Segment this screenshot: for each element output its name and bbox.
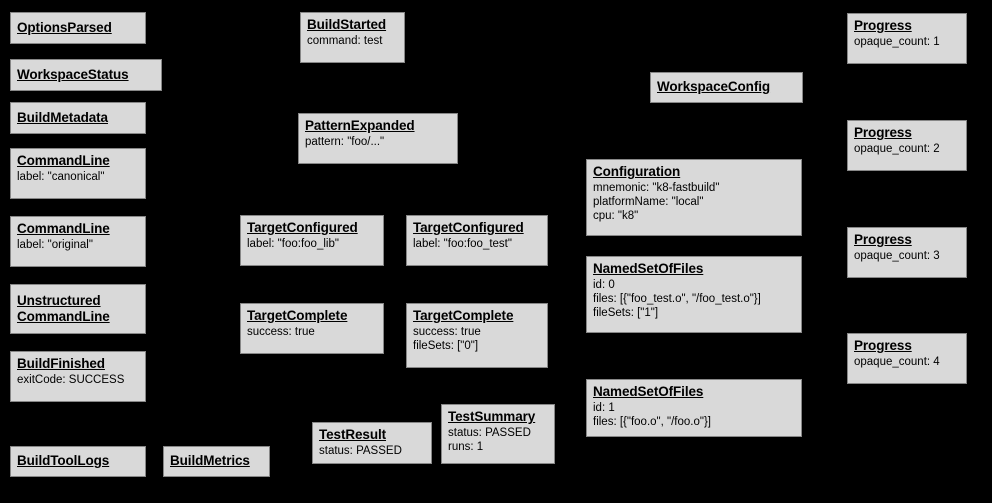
node-title: Unstructured CommandLine — [17, 292, 110, 324]
node-build-metadata[interactable]: BuildMetadata — [10, 102, 146, 134]
node-fields: label: "canonical" — [17, 170, 139, 184]
node-progress-3[interactable]: Progress opaque_count: 3 — [847, 227, 967, 278]
node-options-parsed[interactable]: OptionsParsed — [10, 12, 146, 44]
node-fields: status: PASSED runs: 1 — [448, 426, 548, 454]
node-field: status: PASSED — [448, 427, 531, 439]
node-fields: label: "foo:foo_lib" — [247, 237, 377, 251]
node-field: success: true — [247, 326, 315, 338]
node-fields: pattern: "foo/..." — [305, 135, 451, 149]
node-command-line-canonical[interactable]: CommandLine label: "canonical" — [10, 148, 146, 199]
node-named-set-of-files-0[interactable]: NamedSetOfFiles id: 0 files: [{"foo_test.o… — [586, 256, 802, 333]
node-field: runs: 1 — [448, 441, 484, 453]
node-title: OptionsParsed — [17, 19, 112, 35]
node-fields: success: true — [247, 325, 377, 339]
node-fields: id: 0 files: [{"foo_test.o", "/foo_test.o… — [593, 278, 795, 320]
node-field: fileSets: ["0"] — [413, 340, 479, 352]
node-title: NamedSetOfFiles — [593, 261, 704, 276]
node-title: PatternExpanded — [305, 118, 415, 133]
node-field: platformName: "local" — [593, 196, 704, 208]
node-title: Progress — [854, 18, 912, 33]
node-field: files: [{"foo.o", "/foo.o"}] — [593, 416, 711, 428]
node-field: exitCode: SUCCESS — [17, 374, 125, 386]
node-named-set-of-files-1[interactable]: NamedSetOfFiles id: 1 files: [{"foo.o", "/… — [586, 379, 802, 437]
node-title: Configuration — [593, 164, 681, 179]
node-fields: opaque_count: 2 — [854, 142, 960, 156]
node-field: id: 1 — [593, 402, 615, 414]
node-fields: mnemonic: "k8-fastbuild" platformName: "l… — [593, 181, 795, 223]
node-build-finished[interactable]: BuildFinished exitCode: SUCCESS — [10, 351, 146, 402]
node-target-complete-lib[interactable]: TargetComplete success: true — [240, 303, 384, 354]
node-progress-1[interactable]: Progress opaque_count: 1 — [847, 13, 967, 64]
node-field: command: test — [307, 35, 383, 47]
node-target-configured-foo-test[interactable]: TargetConfigured label: "foo:foo_test" — [406, 215, 548, 266]
node-fields: opaque_count: 4 — [854, 355, 960, 369]
node-workspace-status[interactable]: WorkspaceStatus — [10, 59, 162, 91]
node-title: TargetConfigured — [413, 220, 524, 235]
node-unstructured-command-line[interactable]: Unstructured CommandLine — [10, 284, 146, 334]
node-field: fileSets: ["1"] — [593, 307, 659, 319]
node-target-configured-foo-lib[interactable]: TargetConfigured label: "foo:foo_lib" — [240, 215, 384, 266]
node-fields: label: "foo:foo_test" — [413, 237, 541, 251]
node-test-result[interactable]: TestResult status: PASSED — [312, 422, 432, 464]
node-field: cpu: "k8" — [593, 210, 639, 222]
node-pattern-expanded[interactable]: PatternExpanded pattern: "foo/..." — [298, 113, 458, 164]
node-title: BuildToolLogs — [17, 453, 110, 468]
node-title: CommandLine — [17, 153, 110, 168]
node-configuration[interactable]: Configuration mnemonic: "k8-fastbuild" pla… — [586, 159, 802, 236]
node-build-started[interactable]: BuildStarted command: test — [300, 12, 405, 63]
node-command-line-original[interactable]: CommandLine label: "original" — [10, 216, 146, 267]
node-field: label: "canonical" — [17, 171, 105, 183]
node-title: TargetComplete — [247, 308, 348, 323]
node-field: status: PASSED — [319, 445, 402, 457]
node-title: Progress — [854, 232, 912, 247]
node-target-complete-test[interactable]: TargetComplete success: true fileSets: ["0… — [406, 303, 548, 368]
node-fields: exitCode: SUCCESS — [17, 373, 139, 387]
node-field: pattern: "foo/..." — [305, 136, 385, 148]
node-progress-4[interactable]: Progress opaque_count: 4 — [847, 333, 967, 384]
node-title: WorkspaceStatus — [17, 66, 129, 82]
node-field: label: "foo:foo_test" — [413, 238, 512, 250]
node-field: files: [{"foo_test.o", "/foo_test.o"}] — [593, 293, 761, 305]
node-build-tool-logs[interactable]: BuildToolLogs — [10, 446, 146, 477]
node-field: opaque_count: 1 — [854, 36, 940, 48]
node-build-metrics[interactable]: BuildMetrics — [163, 446, 270, 477]
node-fields: opaque_count: 1 — [854, 35, 960, 49]
node-fields: success: true fileSets: ["0"] — [413, 325, 541, 353]
node-title: BuildStarted — [307, 17, 387, 32]
node-field: mnemonic: "k8-fastbuild" — [593, 182, 720, 194]
node-title: BuildMetrics — [170, 453, 250, 468]
node-field: opaque_count: 4 — [854, 356, 940, 368]
node-field: label: "original" — [17, 239, 93, 251]
node-field: label: "foo:foo_lib" — [247, 238, 339, 250]
node-workspace-config[interactable]: WorkspaceConfig — [650, 72, 803, 103]
node-fields: status: PASSED — [319, 444, 425, 458]
node-title: TestResult — [319, 427, 387, 442]
node-field: opaque_count: 2 — [854, 143, 940, 155]
node-title: NamedSetOfFiles — [593, 384, 704, 399]
node-title: TargetComplete — [413, 308, 514, 323]
node-title: WorkspaceConfig — [657, 79, 771, 94]
node-fields: command: test — [307, 34, 398, 48]
node-field: success: true — [413, 326, 481, 338]
node-title: BuildFinished — [17, 356, 105, 371]
node-title: TestSummary — [448, 409, 536, 424]
node-fields: label: "original" — [17, 238, 139, 252]
node-fields: id: 1 files: [{"foo.o", "/foo.o"}] — [593, 401, 795, 429]
node-title: Progress — [854, 125, 912, 140]
node-test-summary[interactable]: TestSummary status: PASSED runs: 1 — [441, 404, 555, 464]
node-field: id: 0 — [593, 279, 615, 291]
node-fields: opaque_count: 3 — [854, 249, 960, 263]
node-title: Progress — [854, 338, 912, 353]
node-field: opaque_count: 3 — [854, 250, 940, 262]
node-title: CommandLine — [17, 221, 110, 236]
node-progress-2[interactable]: Progress opaque_count: 2 — [847, 120, 967, 171]
node-title: TargetConfigured — [247, 220, 358, 235]
node-title: BuildMetadata — [17, 109, 108, 125]
